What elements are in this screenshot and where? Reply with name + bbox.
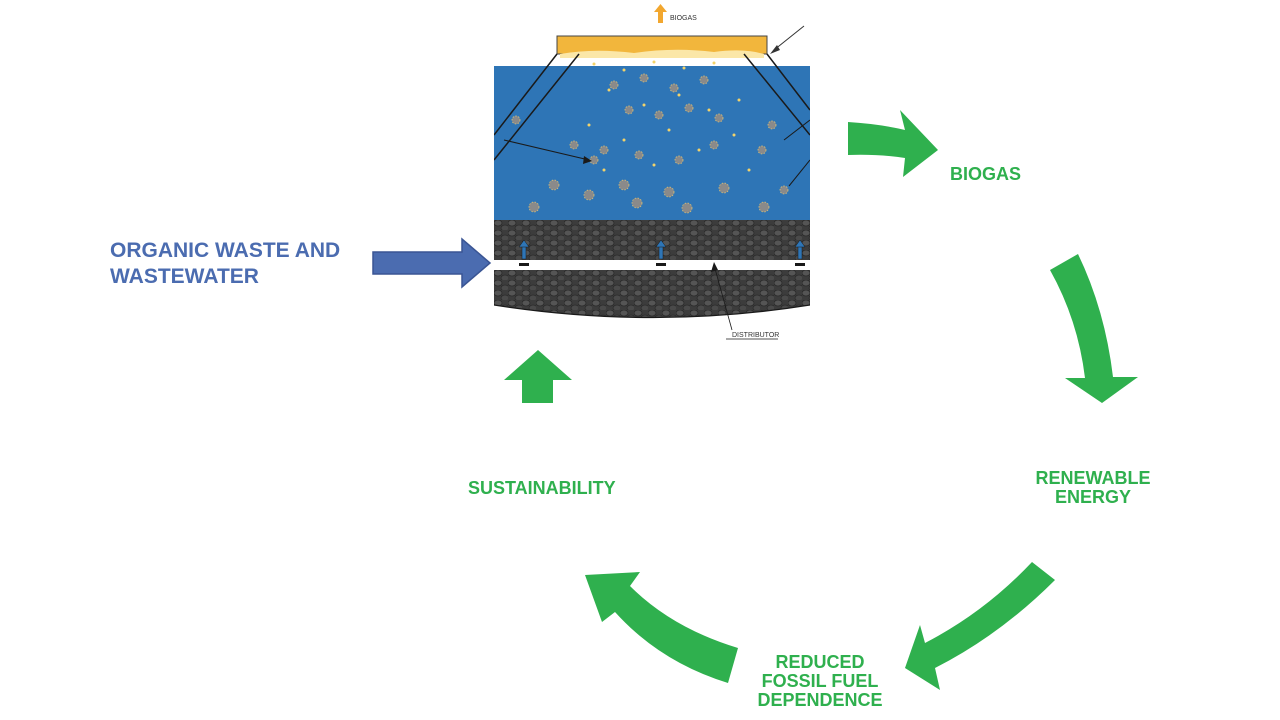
renewable-line1: RENEWABLE [1035,468,1151,488]
biogas-tag: BIOGAS [670,15,697,22]
distributor-tag: DISTRIBUTOR [732,332,779,339]
input-label-line1: ORGANIC WASTE AND [110,239,341,262]
input-arrow-icon [372,237,492,289]
biogas-up-arrow-icon [654,4,667,23]
arrow-to-sustainability-icon [585,572,738,683]
sludge-bed-upper [494,220,810,260]
input-label: ORGANIC WASTE AND WASTEWATER [110,238,340,290]
renewable-energy-label: RENEWABLE ENERGY [1020,469,1166,507]
arrow-to-reduced-icon [905,562,1055,690]
renewable-line2: ENERGY [1054,487,1132,507]
reactor-illustration: BIOGAS [494,4,810,340]
arrow-to-biogas-icon [848,110,938,177]
reduced-line3: DEPENDENCE [757,690,883,710]
water-zone [494,66,810,220]
sludge-bed-lower [494,270,810,318]
input-label-line2: WASTEWATER [110,265,259,288]
sustainability-label: SUSTAINABILITY [468,478,616,498]
reduced-line2: FOSSIL FUEL [761,671,879,691]
arrow-to-reactor-icon [504,350,572,403]
biogas-label: BIOGAS [950,164,1022,184]
arrow-to-renewable-icon [1050,254,1138,403]
reduced-fossil-fuel-label: REDUCED FOSSIL FUEL DEPENDENCE [740,653,900,710]
reduced-line1: REDUCED [775,652,865,672]
